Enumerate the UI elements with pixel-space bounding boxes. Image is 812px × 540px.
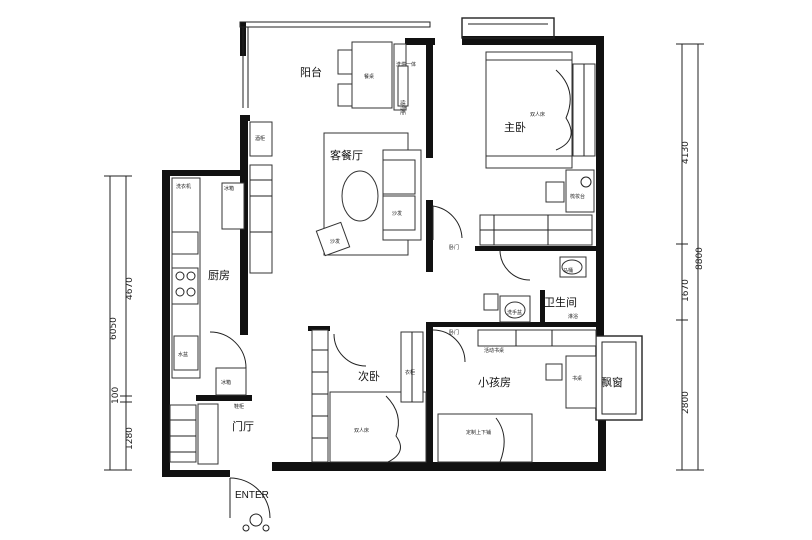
- dimension-left-mid: 100: [111, 387, 121, 404]
- second-bedroom-furniture: 双人床 衣柜: [311, 329, 427, 463]
- shower-label: 淋浴: [568, 313, 578, 320]
- room-label-bathroom: 卫生间: [544, 295, 577, 309]
- left-dimension-lines: 6050 4670 100 1280: [104, 175, 135, 471]
- sink-label: 水盆: [178, 351, 188, 358]
- dimension-right-lower: 2800: [681, 391, 691, 414]
- room-label-kids-room: 小孩房: [478, 376, 511, 389]
- room-label-master-bedroom: 主卧: [504, 121, 526, 134]
- room-label-balcony: 阳台: [300, 65, 322, 79]
- dimension-left-outer: 6050: [109, 317, 119, 340]
- balcony-furniture: 餐桌 洗烘一体 储物柜: [337, 41, 416, 115]
- second-bed-label: 双人床: [354, 427, 369, 434]
- master-bedroom-furniture: 双人床 梳妆台: [479, 51, 596, 246]
- room-label-living-dining: 客餐厅: [330, 148, 363, 162]
- storage-cabinet-label: 储物柜: [399, 100, 406, 115]
- washer-dryer-label: 洗烘一体: [396, 61, 416, 68]
- second-closet-label: 衣柜: [405, 369, 415, 376]
- movable-bookshelf-label: 活动书桌: [484, 347, 504, 354]
- dining-table-label: 餐桌: [364, 73, 374, 80]
- kids-door-label: 卧门: [449, 329, 459, 336]
- wine-cabinet-label: 酒柜: [255, 135, 265, 142]
- dimension-right-mid: 1670: [681, 279, 691, 302]
- wash-basin-label: 洗手盆: [507, 309, 522, 316]
- desk-label: 书桌: [572, 375, 582, 382]
- right-dimension-lines: 4130 8800 1670 2800: [676, 43, 705, 471]
- kids-room-furniture: 活动书桌 书桌 定制上下铺 卧门: [432, 329, 597, 463]
- freezer-label: 冰箱: [224, 185, 234, 192]
- sofa-label: 沙发: [392, 210, 402, 217]
- dimension-left-upper: 4670: [125, 277, 135, 300]
- master-door[interactable]: 卧门: [432, 205, 463, 251]
- custom-bunk-bed-label: 定制上下铺: [466, 429, 491, 436]
- room-label-entrance-hall: 门厅: [232, 419, 254, 433]
- dimension-right-upper: 4130: [681, 141, 691, 164]
- shoe-cabinet-label: 鞋柜: [234, 403, 244, 410]
- room-label-second-bedroom: 次卧: [358, 369, 380, 383]
- lounge-chair-label: 沙发: [330, 238, 340, 245]
- room-label-kitchen: 厨房: [208, 269, 230, 282]
- toilet-label: 马桶: [563, 267, 573, 274]
- dressing-table-label: 梳妆台: [570, 193, 585, 200]
- entrance: ENTER: [229, 477, 271, 532]
- living-furniture: 沙发 沙发 酒柜: [249, 121, 422, 274]
- dimension-right-outer: 8800: [695, 247, 705, 270]
- bathroom-furniture: 马桶 洗手盆 淋浴: [483, 249, 587, 323]
- enter-label: ENTER: [235, 490, 269, 501]
- dimension-left-lower: 1280: [125, 427, 135, 450]
- washing-machine-label: 洗衣机: [176, 183, 191, 190]
- fridge-label: 冰箱: [221, 379, 231, 386]
- kitchen-furniture: 洗衣机 冰箱 水盆 冰箱 鞋柜: [169, 177, 247, 465]
- room-label-bay-window: 飘窗: [601, 375, 623, 389]
- master-door-label: 卧门: [449, 244, 459, 251]
- master-bed-label: 双人床: [530, 111, 545, 118]
